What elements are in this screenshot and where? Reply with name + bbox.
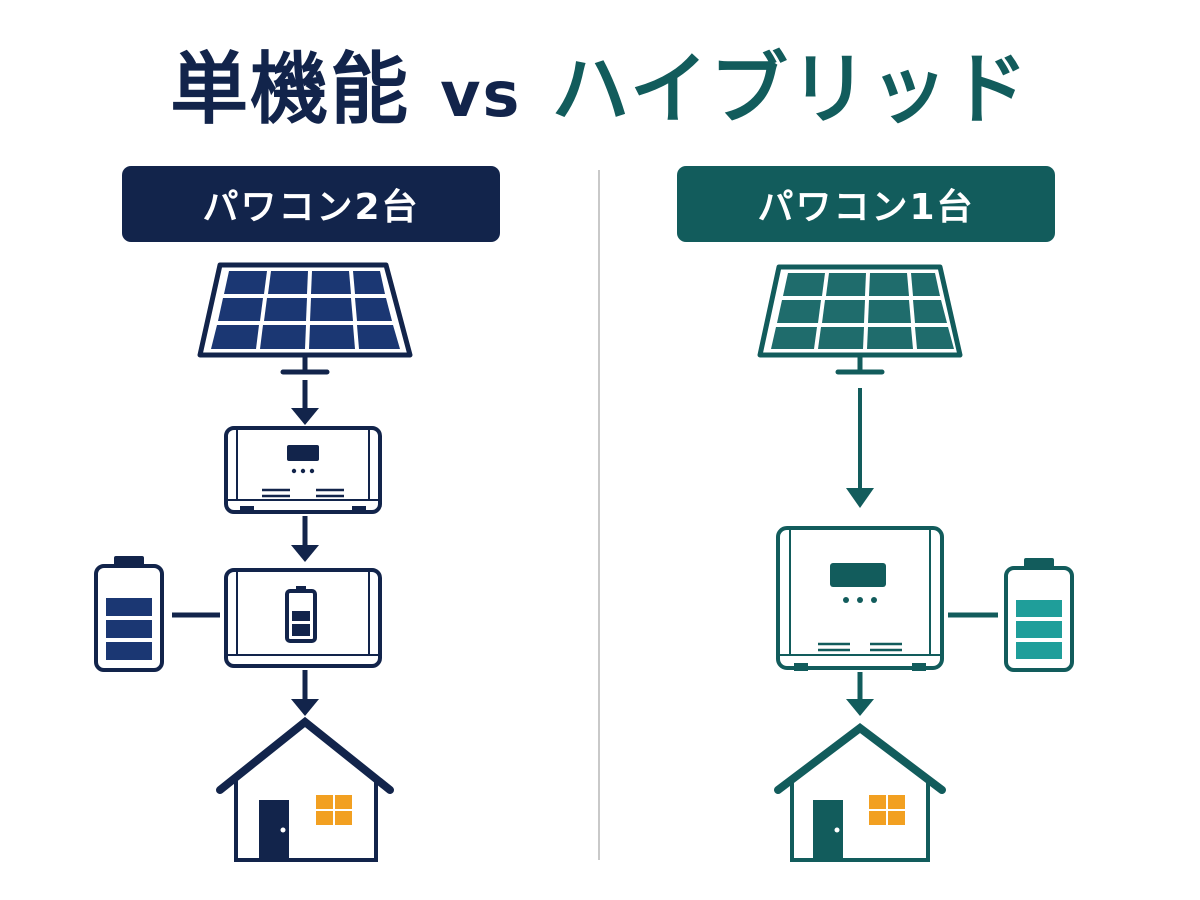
label-two-power-conditioners: パワコン2台 bbox=[122, 166, 500, 242]
center-divider bbox=[598, 170, 600, 860]
left-battery-icon bbox=[94, 556, 164, 672]
left-power-conditioner-icon bbox=[224, 426, 382, 514]
left-solar-panel-icon bbox=[197, 262, 413, 375]
title-vs: vs bbox=[440, 58, 522, 131]
label-one-power-conditioner: パワコン1台 bbox=[677, 166, 1055, 242]
right-solar-panel-icon bbox=[757, 264, 963, 375]
left-battery-power-conditioner-icon bbox=[224, 568, 382, 668]
right-house-icon bbox=[774, 722, 946, 862]
title-hybrid: ハイブリッド bbox=[551, 45, 1030, 135]
page-title: 単機能 vs ハイブリッド bbox=[0, 42, 1200, 143]
left-house-icon bbox=[216, 716, 394, 862]
title-single-function: 単機能 bbox=[170, 45, 411, 135]
right-hybrid-power-conditioner-icon bbox=[776, 526, 944, 671]
right-battery-icon bbox=[1004, 558, 1074, 672]
